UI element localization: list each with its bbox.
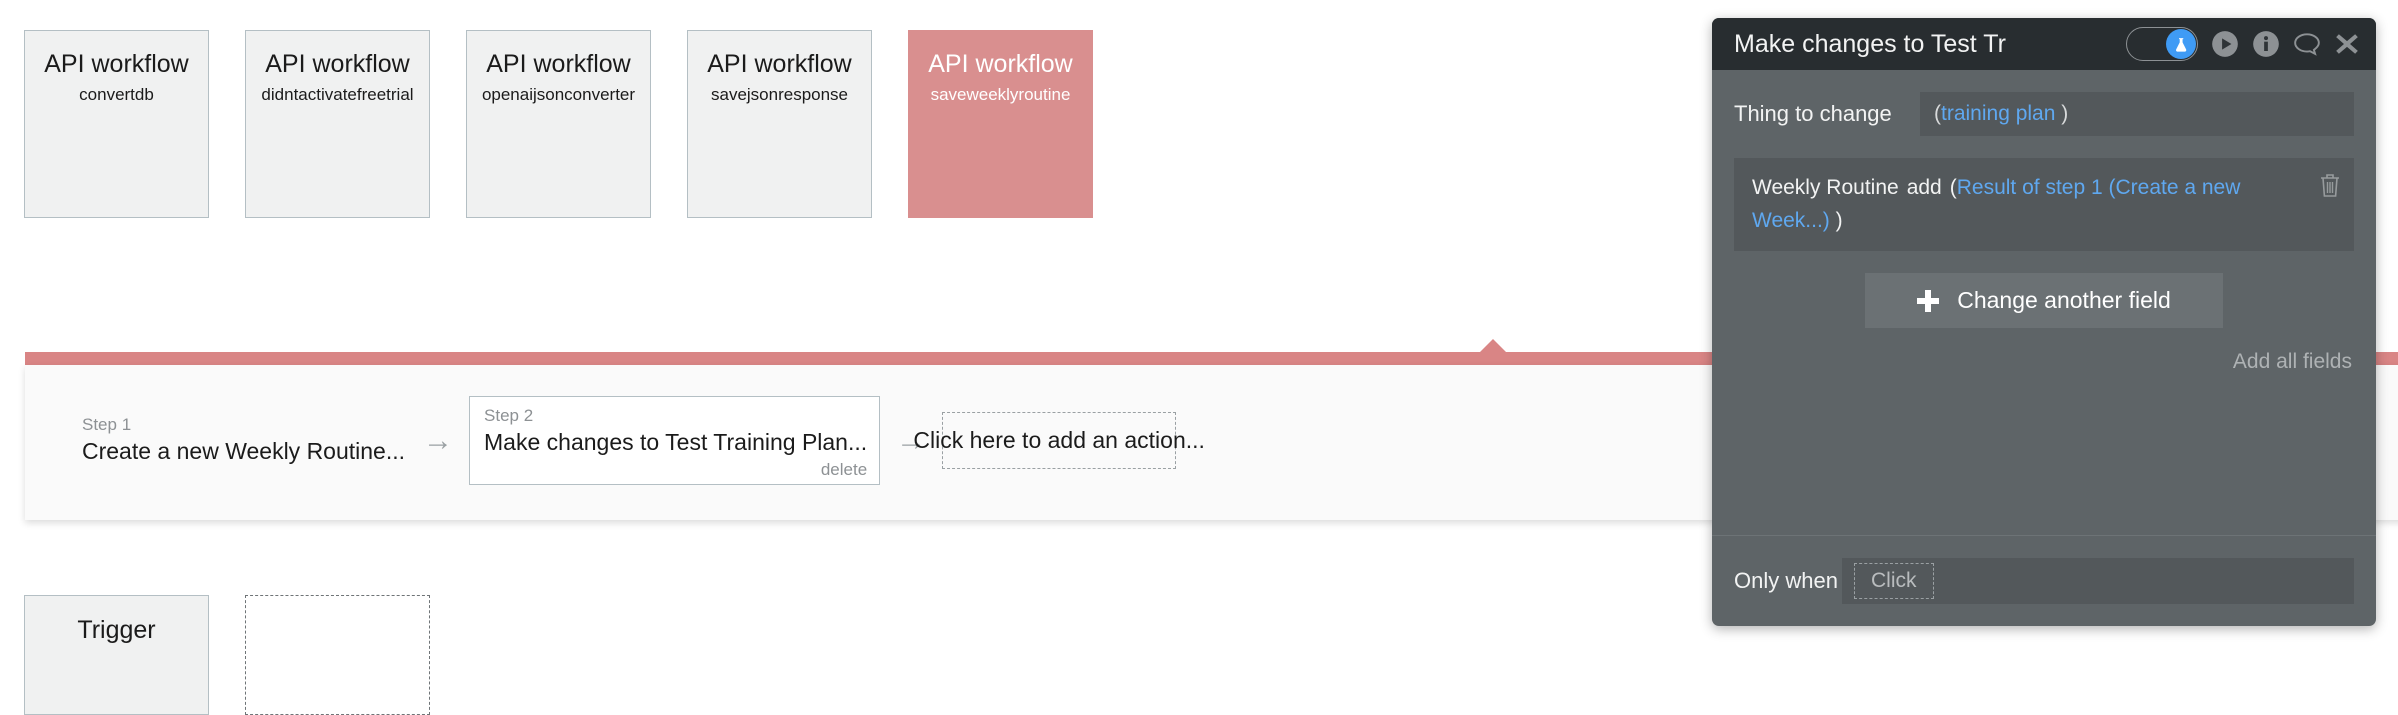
workflow-card-name: openaijsonconverter [481,85,636,105]
selection-caret [1479,339,1507,353]
only-when-placeholder: Click [1854,563,1934,599]
empty-dashed-card[interactable] [245,595,430,715]
only-when-row: Only when Click [1712,535,2376,626]
bottom-card-row: Trigger [24,595,430,715]
change-another-field-button[interactable]: Change another field [1865,273,2223,329]
step-1[interactable]: Step 1 Create a new Weekly Routine... [82,408,407,473]
change-another-field-label: Change another field [1957,287,2171,314]
thing-to-change-label: Thing to change [1734,101,1892,126]
workflow-card-convertdb[interactable]: API workflow convertdb [24,30,209,218]
workflow-card-name: savejsonresponse [710,85,849,105]
workflow-card-row: API workflow convertdb API workflow didn… [24,30,1093,218]
field-change-value: Result of step 1 (Create a new Week...) [1752,176,2241,232]
workflow-card-savejsonresponse[interactable]: API workflow savejsonresponse [687,30,872,218]
workflow-card-saveweeklyroutine[interactable]: API workflow saveweeklyroutine [908,30,1093,218]
step-title: Create a new Weekly Routine... [82,438,406,465]
inspector-header: Make changes to Test Tr [1712,18,2376,70]
step-title: Make changes to Test Training Plan... [484,429,868,456]
step-delete-link[interactable]: delete [820,460,868,480]
field-change-text: Weekly Routine add (Result of step 1 (Crea… [1752,172,2338,237]
inspector-header-icons [2126,27,2360,61]
workflow-card-name: convertdb [79,85,154,105]
thing-to-change-field[interactable]: (training plan ) [1920,92,2354,137]
workflow-card-type: API workflow [928,50,1073,78]
trash-icon[interactable] [2318,172,2342,199]
action-inspector-panel: Make changes to Test Tr [1712,18,2376,626]
only-when-field[interactable]: Click [1842,558,2354,604]
trigger-card[interactable]: Trigger [24,595,209,715]
plus-icon [1917,289,1940,312]
step-arrow-icon: → [896,423,927,457]
field-change-operator: add [1906,176,1942,200]
flask-icon [2166,29,2196,59]
close-paren: ) [1835,208,1843,232]
inspector-body: Thing to change (training plan ) Weekly … [1712,70,2376,535]
step-arrow-icon: → [423,423,454,457]
workflow-card-type: API workflow [44,50,189,78]
open-paren: ( [1949,176,1957,200]
step-number-label: Step 2 [484,406,534,425]
workflow-card-type: API workflow [707,50,852,78]
inspector-title: Make changes to Test Tr [1734,29,2006,58]
open-paren: ( [1934,102,1941,125]
workflow-card-type: API workflow [265,50,410,78]
thing-to-change-value: training plan [1941,102,2056,125]
field-change-entry[interactable]: Weekly Routine add (Result of step 1 (Crea… [1734,158,2354,252]
trigger-card-label: Trigger [77,616,156,644]
add-action-placeholder[interactable]: Click here to add an action... [913,412,1205,470]
info-icon[interactable] [2252,30,2280,58]
only-when-label: Only when [1734,568,1838,593]
close-icon[interactable] [2334,31,2360,57]
step-2[interactable]: Step 2 Make changes to Test Training Pla… [469,396,881,486]
field-change-name: Weekly Routine [1752,176,1899,200]
workflow-card-openaijsonconverter[interactable]: API workflow openaijsonconverter [466,30,651,218]
workflow-card-name: saveweeklyroutine [930,85,1071,105]
workflow-card-type: API workflow [486,50,631,78]
close-paren: ) [2061,102,2069,125]
change-another-field-row: Change another field [1734,273,2354,329]
workflow-card-name: didntactivatefreetrial [261,85,414,105]
step-list: Step 1 Create a new Weekly Routine... → … [82,396,1205,486]
thing-to-change-row: Thing to change (training plan ) [1734,92,2354,137]
comment-icon[interactable] [2293,31,2321,57]
add-action-label: Click here to add an action... [913,427,1205,454]
flask-toggle-icon[interactable] [2126,27,2198,61]
play-icon[interactable] [2211,30,2239,58]
workflow-card-didntactivatefreetrial[interactable]: API workflow didntactivatefreetrial [245,30,430,218]
add-all-fields-link[interactable]: Add all fields [2232,350,2352,374]
step-number-label: Step 1 [82,415,132,434]
